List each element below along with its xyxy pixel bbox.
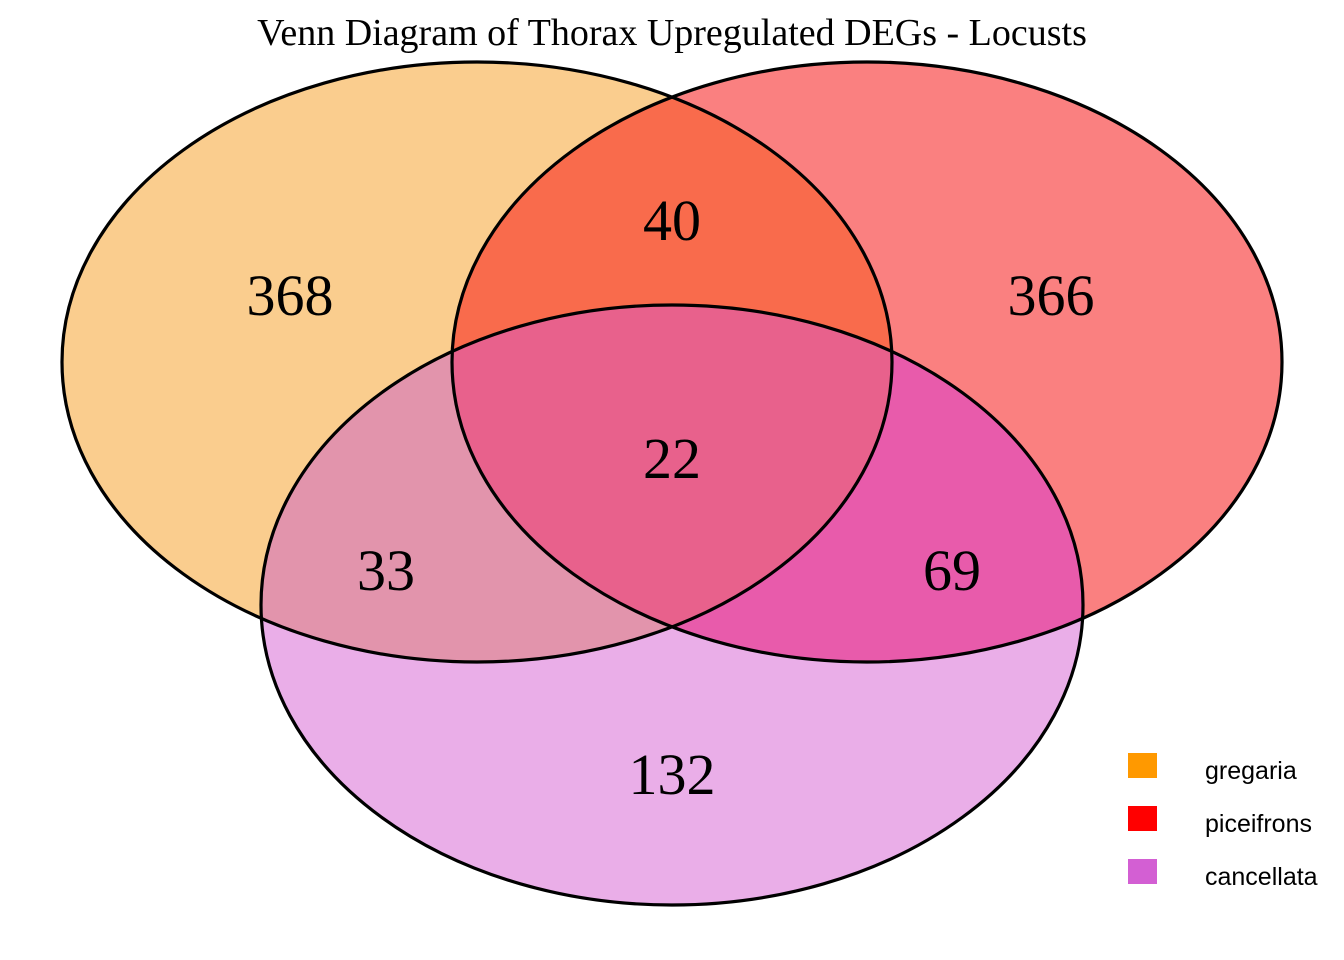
legend-swatch-gregaria	[1128, 753, 1157, 778]
count-cancellata-only: 132	[629, 742, 716, 807]
chart-title: Venn Diagram of Thorax Upregulated DEGs …	[257, 12, 1087, 54]
legend-label-piceifrons: piceifrons	[1205, 810, 1312, 838]
legend-swatch-piceifrons	[1128, 806, 1157, 831]
ellipse-cancellata	[259, 303, 1085, 907]
count-gregaria-only: 368	[247, 263, 334, 328]
ellipse-gregaria	[60, 60, 894, 664]
count-all-three: 22	[643, 426, 701, 491]
legend-label-gregaria: gregaria	[1205, 757, 1297, 785]
legend-item-gregaria[interactable]: gregaria	[1128, 753, 1297, 785]
count-piceifrons-only: 366	[1008, 263, 1095, 328]
count-gregaria-piceifrons: 40	[643, 188, 701, 253]
legend-swatch-cancellata	[1128, 859, 1157, 884]
legend: gregaria piceifrons cancellata	[1128, 753, 1318, 891]
ellipse-piceifrons	[450, 60, 1284, 664]
legend-item-cancellata[interactable]: cancellata	[1128, 859, 1318, 891]
legend-item-piceifrons[interactable]: piceifrons	[1128, 806, 1312, 838]
count-gregaria-cancellata: 33	[357, 538, 415, 603]
count-piceifrons-cancellata: 69	[923, 538, 981, 603]
legend-label-cancellata: cancellata	[1205, 863, 1318, 891]
